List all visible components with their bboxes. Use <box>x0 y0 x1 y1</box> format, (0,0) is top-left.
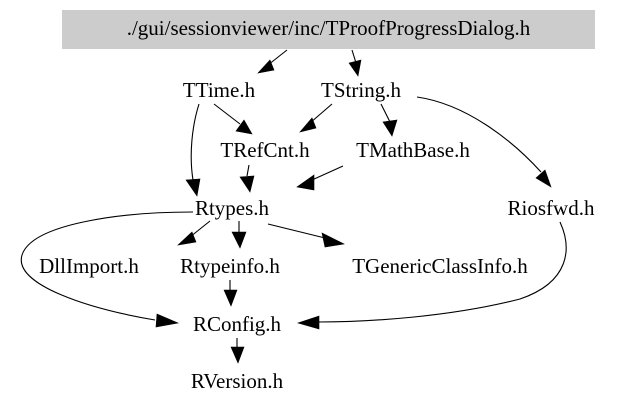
node-rversion[interactable]: RVersion.h <box>190 369 284 393</box>
edge-ttime-to-trefcnt <box>213 103 253 135</box>
edge-tstring-to-tmathbase <box>380 103 398 137</box>
node-tmathbase[interactable]: TMathBase.h <box>356 138 470 162</box>
node-tstring[interactable]: TString.h <box>321 78 401 102</box>
node-riosfwd[interactable]: Riosfwd.h <box>507 196 595 220</box>
node-rconfig[interactable]: RConfig.h <box>192 312 282 336</box>
node-rtypes[interactable]: Rtypes.h <box>194 196 270 220</box>
node-rtypeinfo[interactable]: Rtypeinfo.h <box>180 254 280 278</box>
edge-rtypes-to-rconfig <box>20 211 194 328</box>
edge-riosfwd-to-rconfig <box>296 221 567 330</box>
edge-tstring-to-riosfwd <box>416 96 552 188</box>
edge-root-to-tstring <box>348 49 362 77</box>
edge-root-to-ttime <box>257 49 288 74</box>
edge-ttime-to-rtypes <box>185 103 201 197</box>
node-ttime[interactable]: TTime.h <box>182 78 256 102</box>
node-dllimport[interactable]: DllImport.h <box>39 254 139 278</box>
edge-rtypes-to-rtypeinfo <box>231 221 247 249</box>
node-root[interactable]: ./gui/sessionviewer/inc/TProofProgressDi… <box>62 10 595 49</box>
edge-tstring-to-trefcnt <box>299 103 333 133</box>
edge-rtypes-to-dllimport <box>177 220 211 246</box>
edge-tmathbase-to-rtypes <box>296 165 344 191</box>
edge-rconfig-to-rversion <box>230 338 245 364</box>
edge-rtypeinfo-to-rconfig <box>223 280 238 307</box>
edge-rtypes-to-tgenericclassinfo <box>267 223 345 248</box>
edge-trefcnt-to-rtypes <box>239 164 255 193</box>
node-tgenericclassinfo[interactable]: TGenericClassInfo.h <box>352 254 528 278</box>
node-trefcnt[interactable]: TRefCnt.h <box>220 138 310 162</box>
